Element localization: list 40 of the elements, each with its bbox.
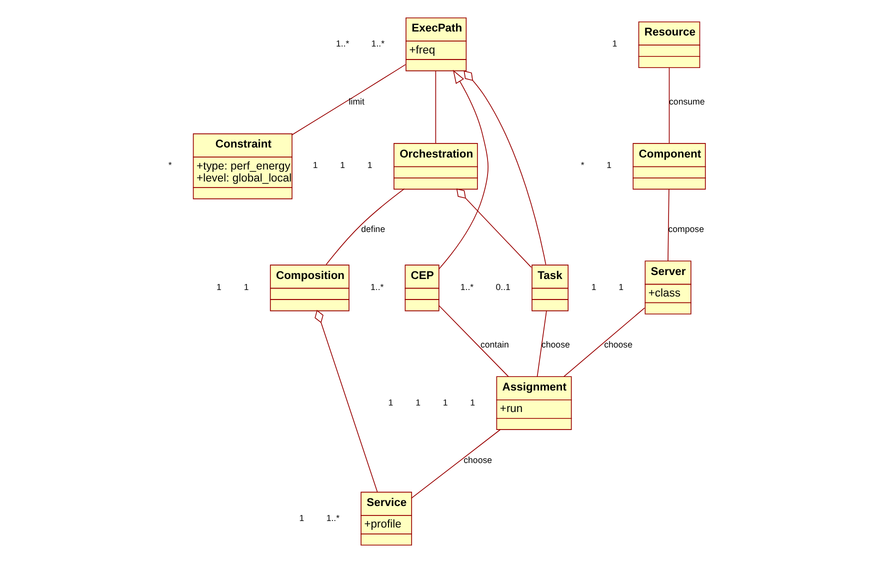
connector — [290, 64, 406, 136]
connector — [410, 429, 500, 499]
label: 1..* — [370, 38, 384, 49]
label: 1 — [606, 160, 612, 170]
label: 1..* — [326, 512, 340, 523]
label: 1 — [366, 160, 372, 170]
connector — [438, 305, 508, 377]
edge-label: choose — [604, 340, 632, 350]
label: * — [580, 160, 584, 170]
label: 1 — [243, 282, 248, 292]
edge-label: define — [360, 224, 385, 234]
arrow — [438, 70, 488, 270]
connector — [463, 70, 546, 265]
label: 1..* — [370, 282, 384, 292]
edge-label: choose — [463, 455, 492, 466]
edge-label: contain — [480, 340, 508, 350]
connector — [562, 308, 644, 377]
label: 1 — [388, 397, 393, 408]
connector — [668, 67, 670, 144]
label: 1 — [470, 397, 475, 408]
edge-label: limit — [348, 96, 364, 106]
label: 1 — [312, 160, 318, 170]
label: 1 — [618, 282, 624, 292]
connector — [434, 70, 436, 144]
connector — [314, 310, 378, 493]
label: 1 — [442, 397, 448, 408]
connector — [456, 188, 532, 268]
label: 1 — [340, 160, 345, 170]
label: 1 — [298, 512, 304, 523]
connector — [667, 188, 669, 262]
label: 1 — [415, 397, 420, 408]
label: 1 — [590, 282, 596, 292]
connector — [325, 188, 404, 265]
label: 1..* — [335, 38, 349, 49]
connector — [536, 310, 546, 377]
label: 0..1 — [495, 282, 510, 292]
label: 1 — [216, 282, 221, 292]
label: 1..* — [460, 282, 474, 292]
label: 1 — [612, 38, 617, 49]
label: * — [168, 160, 172, 170]
